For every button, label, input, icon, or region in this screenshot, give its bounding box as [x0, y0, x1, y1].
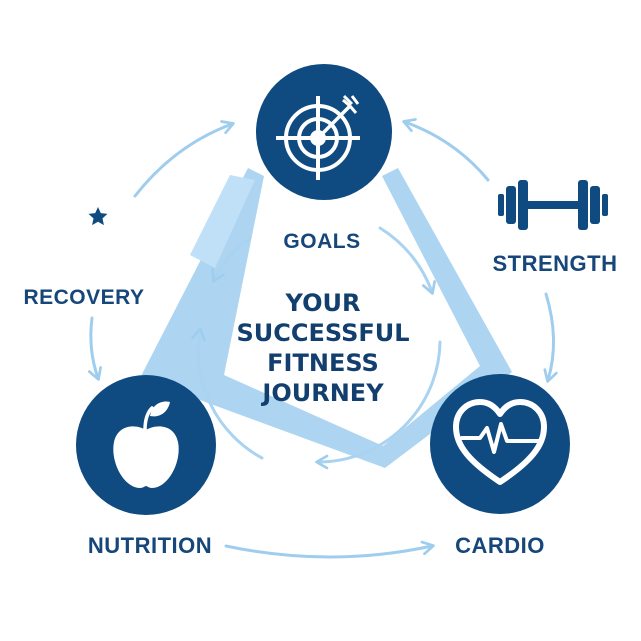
triangle-band-inner	[190, 175, 255, 268]
arrow-strength-to-cardio	[543, 292, 558, 383]
goals-label: GOALS	[283, 230, 360, 253]
apple-icon	[113, 401, 179, 488]
arrow-recovery-to-goals	[133, 120, 235, 198]
dumbbell-icon	[498, 180, 608, 230]
arrow-recovery-to-nutrition	[87, 316, 102, 381]
center-title-line-4: JOURNEY	[260, 379, 384, 407]
center-title-line-2: SUCCESSFUL	[236, 319, 409, 347]
center-title-line-3: FITNESS	[267, 349, 379, 377]
cardio-node	[430, 374, 570, 514]
arrow-nutrition-to-cardio	[224, 540, 435, 559]
strength-label: STRENGTH	[493, 251, 618, 276]
inner-cycle-ring	[191, 226, 442, 470]
recovery-label: RECOVERY	[23, 286, 144, 309]
arrow-strength-to-goals	[402, 118, 490, 182]
triangle-band	[140, 168, 512, 468]
center-title: YOUR SUCCESSFUL FITNESS JOURNEY	[236, 289, 409, 407]
goals-node	[256, 64, 392, 200]
outer-cycle-arrows	[87, 118, 558, 559]
nutrition-label: NUTRITION	[88, 533, 212, 558]
heart-pulse-icon	[453, 399, 547, 485]
moon-star-icon	[65, 186, 118, 250]
cardio-label: CARDIO	[455, 533, 545, 558]
center-title-line-1: YOUR	[285, 289, 361, 317]
target-arrow-icon	[276, 94, 360, 180]
nutrition-node	[76, 375, 216, 515]
